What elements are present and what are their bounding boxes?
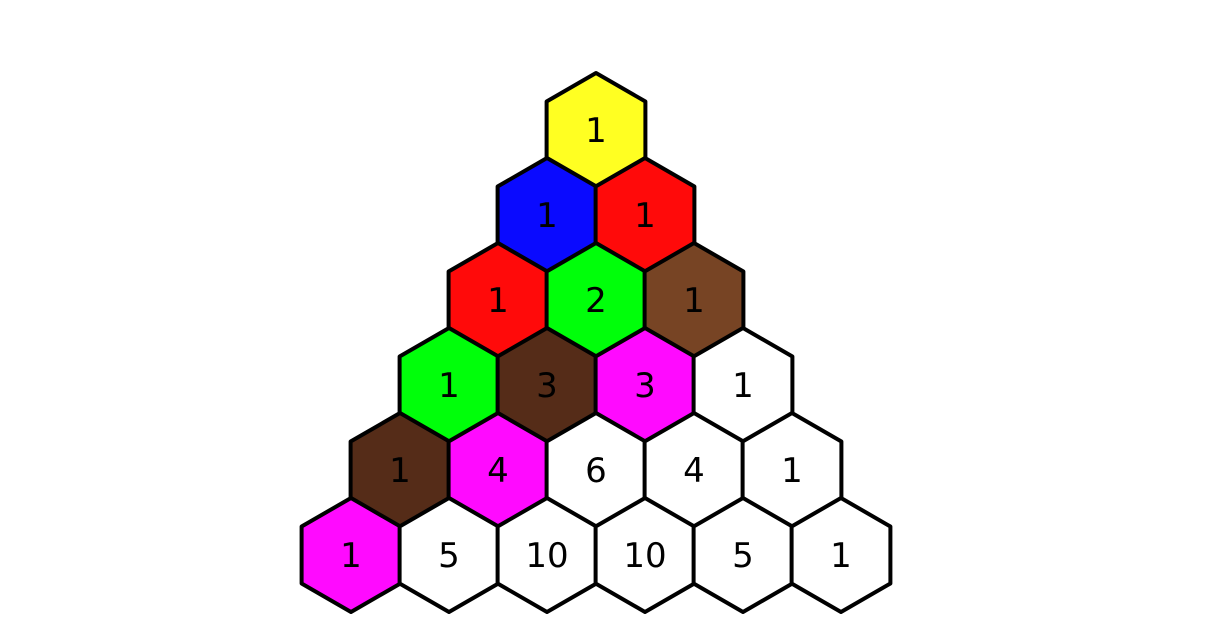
hex-value-label: 2 xyxy=(585,281,607,321)
hex-value-label: 1 xyxy=(634,196,656,236)
hex-cell-r4-c4: 1 xyxy=(740,411,844,529)
hex-value-label: 4 xyxy=(683,451,705,491)
hex-value-label: 1 xyxy=(389,451,411,491)
hex-value-label: 1 xyxy=(830,536,852,576)
hex-value-label: 10 xyxy=(623,536,666,576)
hex-value-label: 6 xyxy=(585,451,607,491)
hex-cell-r5-c2: 10 xyxy=(495,496,599,614)
hex-value-label: 1 xyxy=(683,281,705,321)
hex-cell-r1-c1: 1 xyxy=(593,156,697,274)
hex-value-label: 1 xyxy=(781,451,803,491)
hex-value-label: 1 xyxy=(536,196,558,236)
hex-value-label: 5 xyxy=(438,536,460,576)
hex-value-label: 4 xyxy=(487,451,509,491)
hex-cell-r5-c3: 10 xyxy=(593,496,697,614)
hex-value-label: 1 xyxy=(585,111,607,151)
hexagon-shape xyxy=(789,496,893,614)
hex-value-label: 3 xyxy=(634,366,656,406)
hex-value-label: 1 xyxy=(487,281,509,321)
hex-value-label: 1 xyxy=(732,366,754,406)
hex-value-label: 10 xyxy=(525,536,568,576)
hex-cell-r2-c2: 1 xyxy=(642,241,746,359)
hex-cells: 1 1 1 1 2 1 1 3 3 1 1 4 6 4 1 1 5 10 10 5 1 xyxy=(299,71,893,614)
hex-value-label: 1 xyxy=(340,536,362,576)
hex-value-label: 1 xyxy=(438,366,460,406)
hex-cell-r5-c5: 1 xyxy=(789,496,893,614)
hex-value-label: 3 xyxy=(536,366,558,406)
hex-cell-r3-c0: 1 xyxy=(397,326,501,444)
hex-value-label: 5 xyxy=(732,536,754,576)
